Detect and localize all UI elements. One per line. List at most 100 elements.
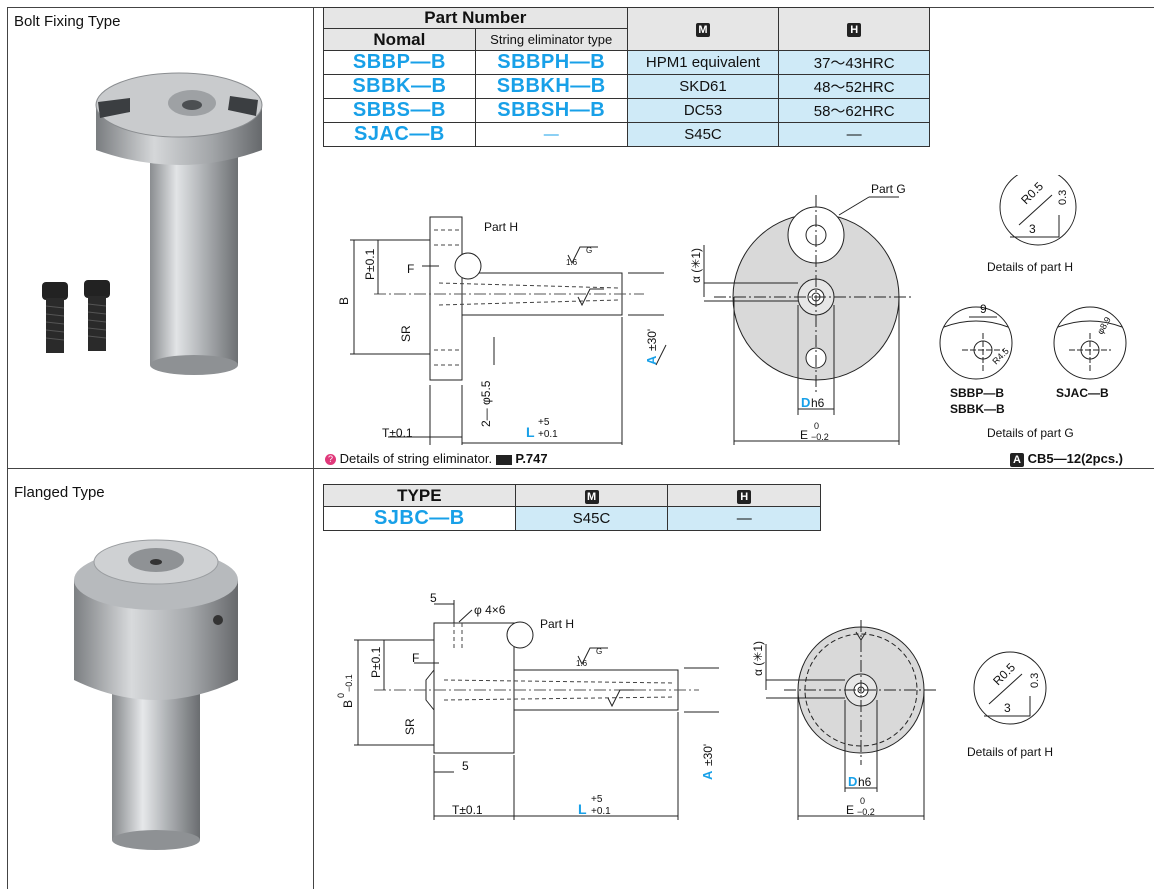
details-of-part-g: Details of part G [987, 426, 1074, 440]
dim-d-h6: h6 [858, 775, 872, 789]
bolt-fixing-drawing: Part H Part G P±0.1 F B SR 2― φ5.5 T±0.1… [337, 175, 1127, 445]
details-of-part-h: Details of part H [987, 260, 1073, 274]
material-icon: M [695, 23, 710, 37]
dim-e-tol-up: 0 [860, 796, 865, 806]
dim-l-tol-down: +0.1 [591, 806, 611, 817]
roughness-g: G [586, 246, 592, 255]
string-eliminator-note: ? Details of string eliminator. P.747 [325, 451, 548, 466]
hardness-icon: H [847, 23, 862, 37]
dim-a-tol: ±30' [701, 744, 715, 766]
dim-b: B [337, 297, 351, 305]
bolt-fixing-product-photo [42, 72, 263, 375]
dim-alpha: α (✳1) [751, 641, 765, 676]
dim-d: D [848, 774, 857, 789]
dim-l-tol-up: +5 [591, 794, 603, 805]
header-material: M [514, 484, 669, 507]
dim-e: E [800, 428, 808, 442]
page-ref: P.747 [515, 451, 548, 466]
detail-h-03: 0.3 [1057, 190, 1069, 205]
dim-f: F [407, 262, 414, 276]
dim-p: P±0.1 [369, 646, 383, 678]
dim-t: T±0.1 [452, 803, 483, 817]
header-string-eliminator: String eliminator type [474, 28, 628, 51]
table-row: SBBK―B SBBKH―B SKD61 48～52HRC [323, 74, 930, 99]
type-value: SJBC―B [323, 506, 516, 531]
hardness-value: 37～43HRC [778, 50, 930, 75]
dim-d-h6: h6 [811, 396, 825, 410]
part-number-normal: SBBS―B [323, 98, 476, 123]
dim-b-tol-up: 0 [336, 693, 346, 698]
dim-sr: SR [399, 325, 413, 342]
part-number-normal: SBBP―B [323, 50, 476, 75]
material-value: DC53 [626, 98, 780, 123]
part-number-string: SBBPH―B [474, 50, 628, 75]
detail-g-sjac: SJAC―B [1056, 386, 1109, 400]
detail-g-9: 9 [980, 302, 987, 316]
frame-left [7, 7, 8, 889]
header-type: TYPE [323, 484, 516, 507]
detail-h-03: 0.3 [1029, 673, 1041, 688]
part-number-string: ― [474, 122, 628, 147]
header-material: M [626, 7, 780, 51]
dim-alpha: α (✳1) [689, 248, 703, 283]
detail-h-3: 3 [1004, 701, 1011, 715]
roughness-value: 1.6 [576, 659, 588, 668]
hardness-icon: H [737, 489, 752, 504]
dim-a-tol: ±30' [645, 329, 659, 351]
flanged-product-photo [74, 539, 238, 850]
dim-e-tol-down: −0.2 [811, 432, 829, 442]
dim-d: D [801, 395, 810, 410]
material-value: HPM1 equivalent [626, 50, 780, 75]
dim-b: B [341, 700, 355, 708]
info-icon: ? [325, 454, 336, 466]
drawing-label-part-h: Part H [540, 617, 574, 631]
dim-l-tol-down: +0.1 [538, 429, 558, 440]
drawing-label-part-g: Part G [871, 182, 906, 196]
material-value: S45C [514, 506, 669, 531]
bolt-note-icon: A [1010, 453, 1024, 467]
page-ref-icon [495, 454, 512, 465]
dim-e-tol-down: −0.2 [857, 807, 875, 817]
hardness-value: 58～62HRC [778, 98, 930, 123]
header-hardness: H [778, 7, 930, 51]
dim-l-tol-up: +5 [538, 417, 550, 428]
material-value: S45C [626, 122, 780, 147]
detail-g-sbbk: SBBK―B [950, 402, 1005, 416]
header-normal: Nomal [323, 28, 476, 51]
part-number-string: SBBKH―B [474, 74, 628, 99]
table-row: SBBP―B SBBPH―B HPM1 equivalent 37～43HRC [323, 50, 930, 75]
table-row: SBBS―B SBBSH―B DC53 58～62HRC [323, 98, 930, 123]
dim-p: P±0.1 [363, 248, 377, 280]
flanged-spec-table: TYPE M H SJBC―B S45C ― [323, 484, 821, 531]
section-title-flanged: Flanged Type [14, 484, 105, 501]
dim-e: E [846, 803, 854, 817]
dim-a: A [700, 770, 715, 780]
bolt-fixing-spec-table: Part Number M H Nomal String eliminator … [323, 7, 930, 147]
header-hardness: H [667, 484, 821, 507]
details-of-part-h: Details of part H [967, 745, 1053, 759]
material-icon: M [584, 489, 599, 504]
hardness-value: ― [778, 122, 930, 147]
dim-sr: SR [403, 718, 417, 735]
bolt-note: A CB5―12(2pcs.) [1010, 451, 1123, 467]
material-value: SKD61 [626, 74, 780, 99]
dim-t: T±0.1 [382, 426, 413, 440]
dim-b-tol-down: −0.1 [344, 674, 354, 692]
dim-l: L [526, 424, 535, 440]
roughness-g: G [596, 647, 602, 656]
table-row: SJAC―B ― S45C ― [323, 122, 930, 147]
flanged-drawing: 5 φ 4×6 Part H P±0.1 F B 0 −0.1 SR 5 T±0… [336, 591, 1053, 820]
section-title-bolt-fixing: Bolt Fixing Type [14, 13, 121, 30]
frame-divider-vertical [313, 7, 314, 889]
dim-phi55: 2― φ5.5 [479, 380, 493, 427]
string-eliminator-note-text: Details of string eliminator. [339, 451, 493, 466]
part-number-normal: SJAC―B [323, 122, 476, 147]
dim-5-bottom: 5 [462, 759, 469, 773]
dim-e-tol-up: 0 [814, 421, 819, 431]
dim-a: A [644, 355, 659, 365]
dim-5-top: 5 [430, 591, 437, 605]
hardness-value: ― [667, 506, 821, 531]
dim-f: F [412, 651, 419, 665]
drawing-label-part-h: Part H [484, 220, 518, 234]
frame-divider-horizontal [7, 468, 1154, 469]
